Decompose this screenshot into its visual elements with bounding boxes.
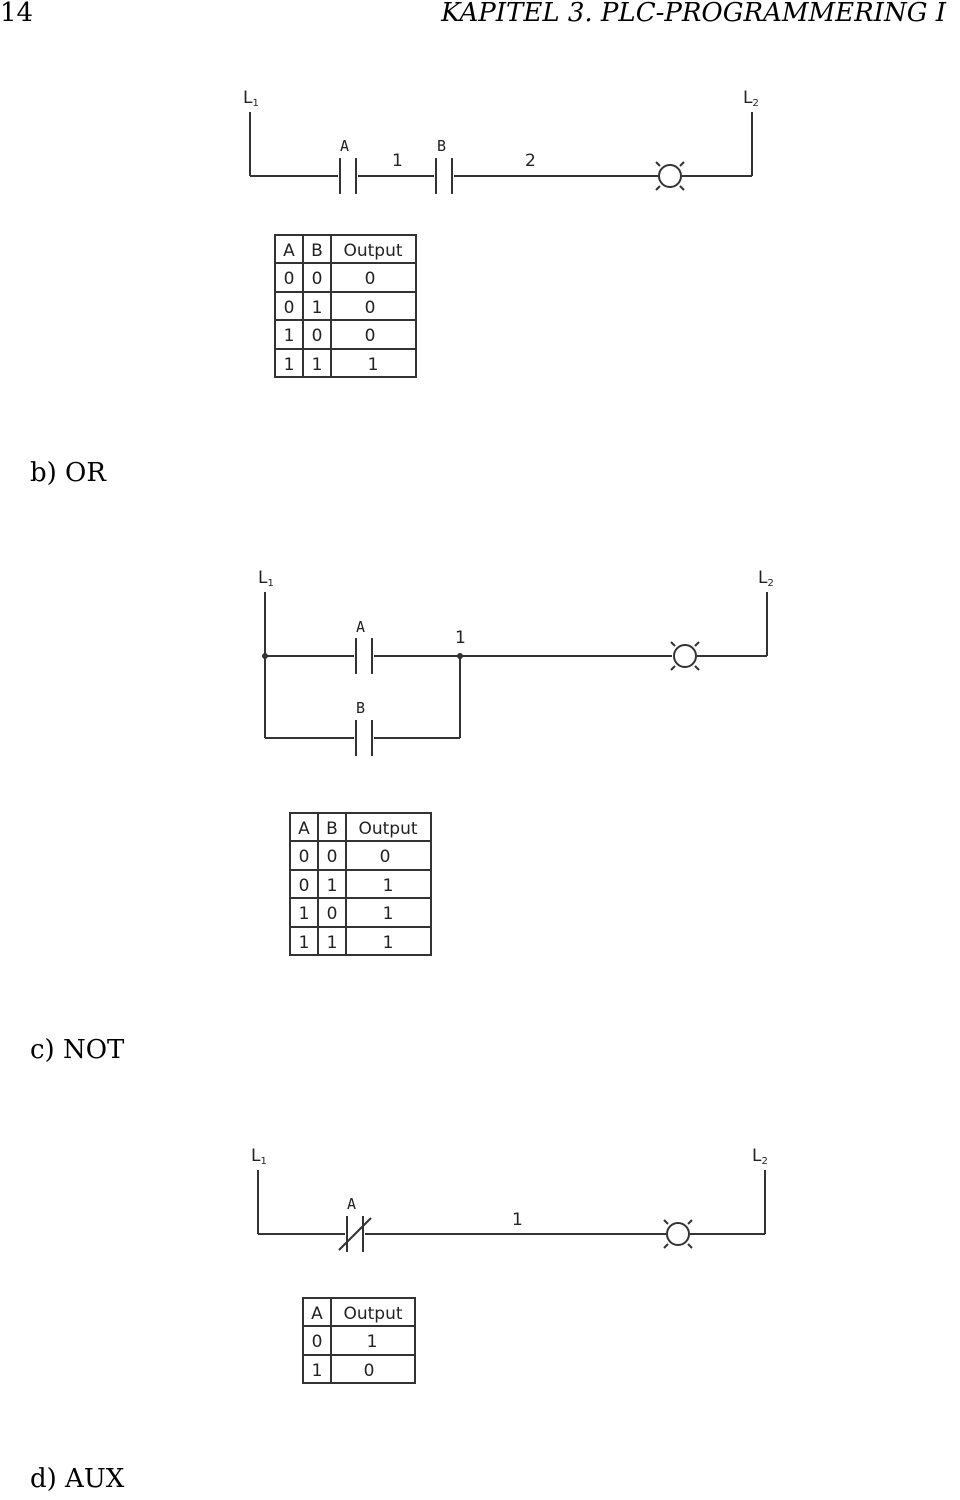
rail-l1-label: L1 <box>251 1146 267 1167</box>
rail-l2-label: L2 <box>758 568 774 589</box>
table-cell: 1 <box>327 933 338 953</box>
table-cell: 1 <box>299 933 310 953</box>
node-1-label: 1 <box>392 151 403 171</box>
table-cell: 0 <box>312 1332 323 1352</box>
contact-a <box>339 158 357 194</box>
table-cell: 0 <box>365 269 376 289</box>
or-ladder-diagram <box>262 592 768 756</box>
table-cell: 1 <box>327 876 338 896</box>
table-cell: 1 <box>312 1361 323 1381</box>
normally-closed-contact-a <box>338 1216 372 1252</box>
contact-a-label: A <box>356 618 365 636</box>
table-cell: 0 <box>365 326 376 346</box>
or-truth-table <box>289 812 432 956</box>
page-number: 14 <box>0 0 34 28</box>
table-header: A <box>311 1304 323 1324</box>
contact-a-label: A <box>340 137 349 155</box>
contact-b-label: B <box>356 699 365 717</box>
table-cell: 0 <box>299 876 310 896</box>
table-cell: 1 <box>367 1332 378 1352</box>
table-cell: 0 <box>312 326 323 346</box>
junction-dot <box>262 653 268 659</box>
table-cell: 1 <box>383 933 394 953</box>
table-cell: 1 <box>312 298 323 318</box>
section-not-heading: c) NOT <box>30 1035 125 1065</box>
contact-b-label: B <box>437 137 446 155</box>
table-cell: 1 <box>284 326 295 346</box>
table-cell: 0 <box>284 298 295 318</box>
rail-l1-label: L1 <box>243 88 259 109</box>
table-cell: 1 <box>312 355 323 375</box>
lamp-icon <box>670 641 700 671</box>
table-cell: 1 <box>284 355 295 375</box>
table-header: B <box>326 819 338 839</box>
lamp-icon <box>663 1219 693 1249</box>
table-cell: 0 <box>364 1361 375 1381</box>
and-truth-table <box>274 234 417 378</box>
table-cell: 1 <box>299 904 310 924</box>
table-cell: 0 <box>327 847 338 867</box>
table-cell: 0 <box>380 847 391 867</box>
rail-l2-label: L2 <box>743 88 759 109</box>
table-header: B <box>311 241 323 261</box>
table-cell: 0 <box>299 847 310 867</box>
contact-b <box>355 720 373 756</box>
not-truth-table <box>302 1297 416 1384</box>
rail-l2-label: L2 <box>752 1146 768 1167</box>
junction-dot <box>457 653 463 659</box>
table-cell: 1 <box>383 904 394 924</box>
contact-a <box>355 638 373 674</box>
table-header: Output <box>358 819 417 839</box>
table-cell: 0 <box>284 269 295 289</box>
table-cell: 0 <box>365 298 376 318</box>
node-1-label: 1 <box>512 1210 523 1230</box>
table-cell: 1 <box>383 876 394 896</box>
table-cell: 0 <box>312 269 323 289</box>
node-1-label: 1 <box>455 628 466 648</box>
table-header: A <box>283 241 295 261</box>
and-ladder-diagram <box>249 112 753 194</box>
section-or-heading: b) OR <box>30 458 106 488</box>
chapter-title: KAPITEL 3. PLC-PROGRAMMERING I <box>441 0 946 28</box>
table-header: A <box>298 819 310 839</box>
lamp-icon <box>655 161 685 191</box>
table-header: Output <box>343 241 402 261</box>
contact-a-label: A <box>347 1195 356 1213</box>
table-header: Output <box>343 1304 402 1324</box>
node-2-label: 2 <box>525 151 536 171</box>
rail-l1-label: L1 <box>258 568 274 589</box>
not-ladder-diagram <box>257 1170 766 1252</box>
section-aux-heading: d) AUX <box>30 1464 125 1494</box>
contact-b <box>435 158 453 194</box>
table-cell: 1 <box>368 355 379 375</box>
table-cell: 0 <box>327 904 338 924</box>
